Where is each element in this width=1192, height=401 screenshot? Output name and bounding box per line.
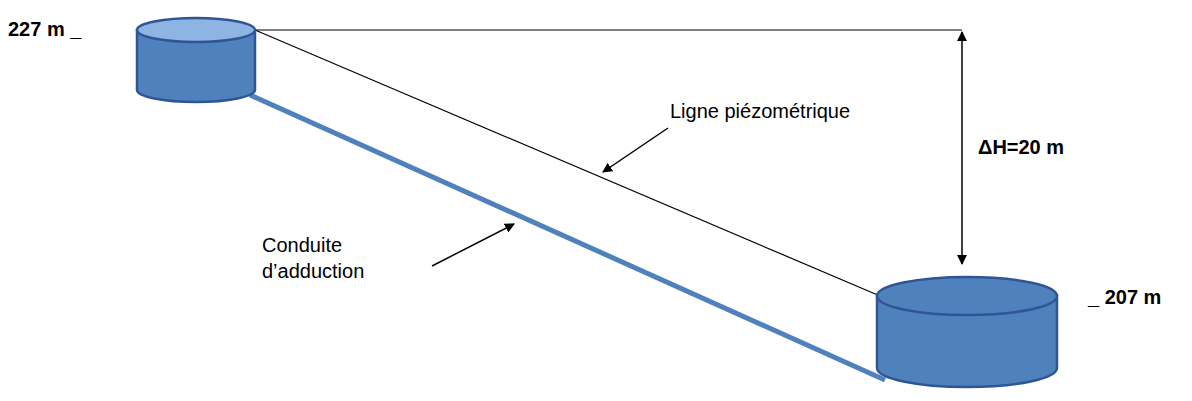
leader-arrow <box>603 128 668 172</box>
leader-arrow <box>432 224 514 266</box>
lower-reservoir <box>877 277 1057 387</box>
line-label: Ligne piézométrique <box>670 98 850 124</box>
elevation-label: 227 m _ <box>8 16 81 42</box>
pipe-label: Conduite d’adduction <box>262 232 412 284</box>
dimension-label: ΔH=20 m <box>978 134 1064 160</box>
adduction-pipe <box>250 95 885 380</box>
piezometric-line <box>255 30 880 296</box>
reference-line <box>196 29 962 30</box>
elevation-label: _ 207 m <box>1088 284 1161 310</box>
head-dimension-arrow <box>961 32 963 264</box>
upper-reservoir <box>137 18 255 102</box>
